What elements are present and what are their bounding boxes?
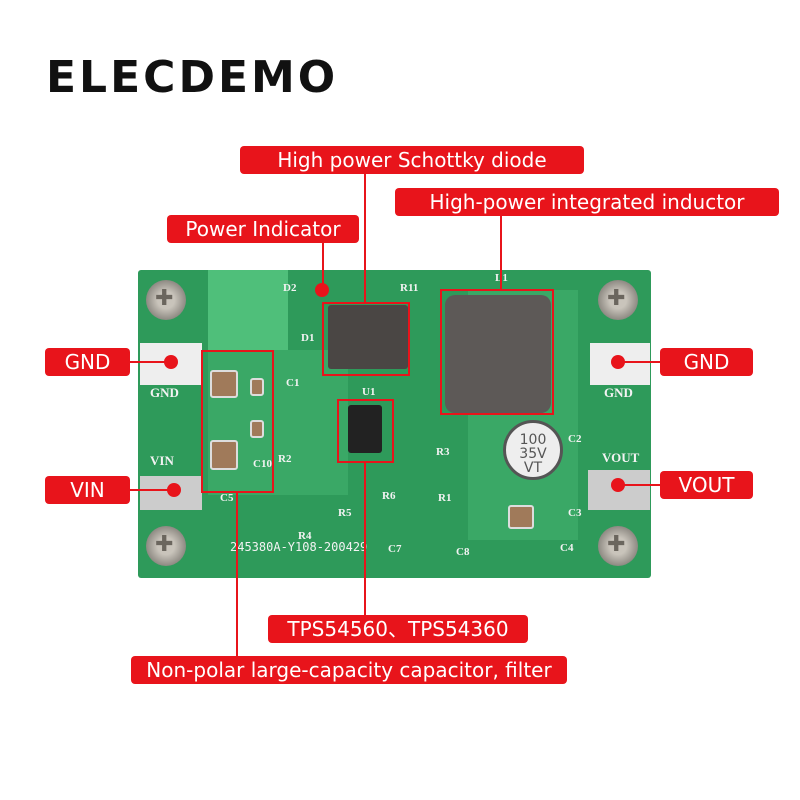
- leader-line: [322, 241, 324, 289]
- diode-highlight-box: [322, 302, 410, 376]
- indicator-dot: [315, 283, 329, 297]
- silk-label: R5: [338, 507, 352, 519]
- silk-label: C8: [456, 546, 470, 558]
- gnd-right-dot: [611, 355, 625, 369]
- callout-power-indicator: Power Indicator: [167, 215, 359, 243]
- ecap-series: VT: [523, 460, 543, 476]
- leader-line: [618, 361, 662, 363]
- schottky-diode: [328, 305, 408, 369]
- inductor-highlight-box: [440, 289, 554, 415]
- leader-line: [618, 484, 662, 486]
- electrolytic-capacitor: 100 35V VT: [503, 420, 563, 480]
- silk-label: C3: [568, 507, 582, 519]
- ic-chip: [348, 405, 382, 453]
- inductor: [445, 295, 551, 413]
- capacitor: [210, 370, 238, 398]
- vout-dot: [611, 478, 625, 492]
- callout-schottky-diode: High power Schottky diode: [240, 146, 584, 174]
- part-number: 245380A-Y108-200429: [230, 540, 368, 554]
- silk-label: R6: [382, 490, 396, 502]
- callout-vin: VIN: [45, 476, 130, 504]
- silk-gnd-left: GND: [150, 385, 179, 400]
- silk-label: D2: [283, 282, 297, 294]
- silk-vout: VOUT: [602, 450, 640, 465]
- capacitor: [508, 505, 534, 529]
- callout-gnd-right: GND: [660, 348, 753, 376]
- capacitor: [250, 378, 264, 396]
- screw-icon: [598, 280, 638, 320]
- leader-line: [500, 214, 502, 290]
- silk-label: R11: [400, 282, 419, 294]
- silk-vin: VIN: [150, 453, 174, 468]
- leader-line: [236, 492, 238, 658]
- screw-icon: [598, 526, 638, 566]
- silk-label: R2: [278, 453, 292, 465]
- silk-label: C2: [568, 433, 582, 445]
- silk-label: R1: [438, 492, 452, 504]
- silk-label: C4: [560, 542, 574, 554]
- callout-inductor: High-power integrated inductor: [395, 188, 779, 216]
- copper-pour: [208, 270, 288, 350]
- silk-label: C10: [253, 458, 272, 470]
- gnd-left-dot: [164, 355, 178, 369]
- silk-label: R4: [298, 530, 312, 542]
- callout-ic: TPS54560、TPS54360: [268, 615, 528, 643]
- leader-line: [128, 361, 172, 363]
- callout-gnd-left: GND: [45, 348, 130, 376]
- silk-gnd-right: GND: [604, 385, 633, 400]
- ecap-value: 100: [519, 432, 547, 448]
- screw-icon: [146, 280, 186, 320]
- callout-capacitor: Non-polar large-capacity capacitor, filt…: [131, 656, 567, 684]
- ecap-voltage: 35V: [519, 446, 547, 462]
- silk-label: C7: [388, 543, 402, 555]
- silk-label: U1: [362, 386, 376, 398]
- vin-dot: [167, 483, 181, 497]
- capacitor: [250, 420, 264, 438]
- pcb-board: GND VIN GND VOUT 245380A-Y108-200429 100…: [138, 270, 651, 578]
- silk-label: C1: [286, 377, 300, 389]
- ic-highlight-box: [337, 399, 394, 463]
- leader-line: [364, 462, 366, 616]
- capacitor: [210, 440, 238, 470]
- screw-icon: [146, 526, 186, 566]
- capacitor-highlight-box: [201, 350, 274, 493]
- silk-label: C5: [220, 492, 234, 504]
- leader-line: [364, 172, 366, 303]
- callout-vout: VOUT: [660, 471, 753, 499]
- silk-label: D1: [301, 332, 315, 344]
- brand-logo: ELECDEMO: [46, 52, 339, 103]
- silk-label: R3: [436, 446, 450, 458]
- leader-line: [128, 489, 174, 491]
